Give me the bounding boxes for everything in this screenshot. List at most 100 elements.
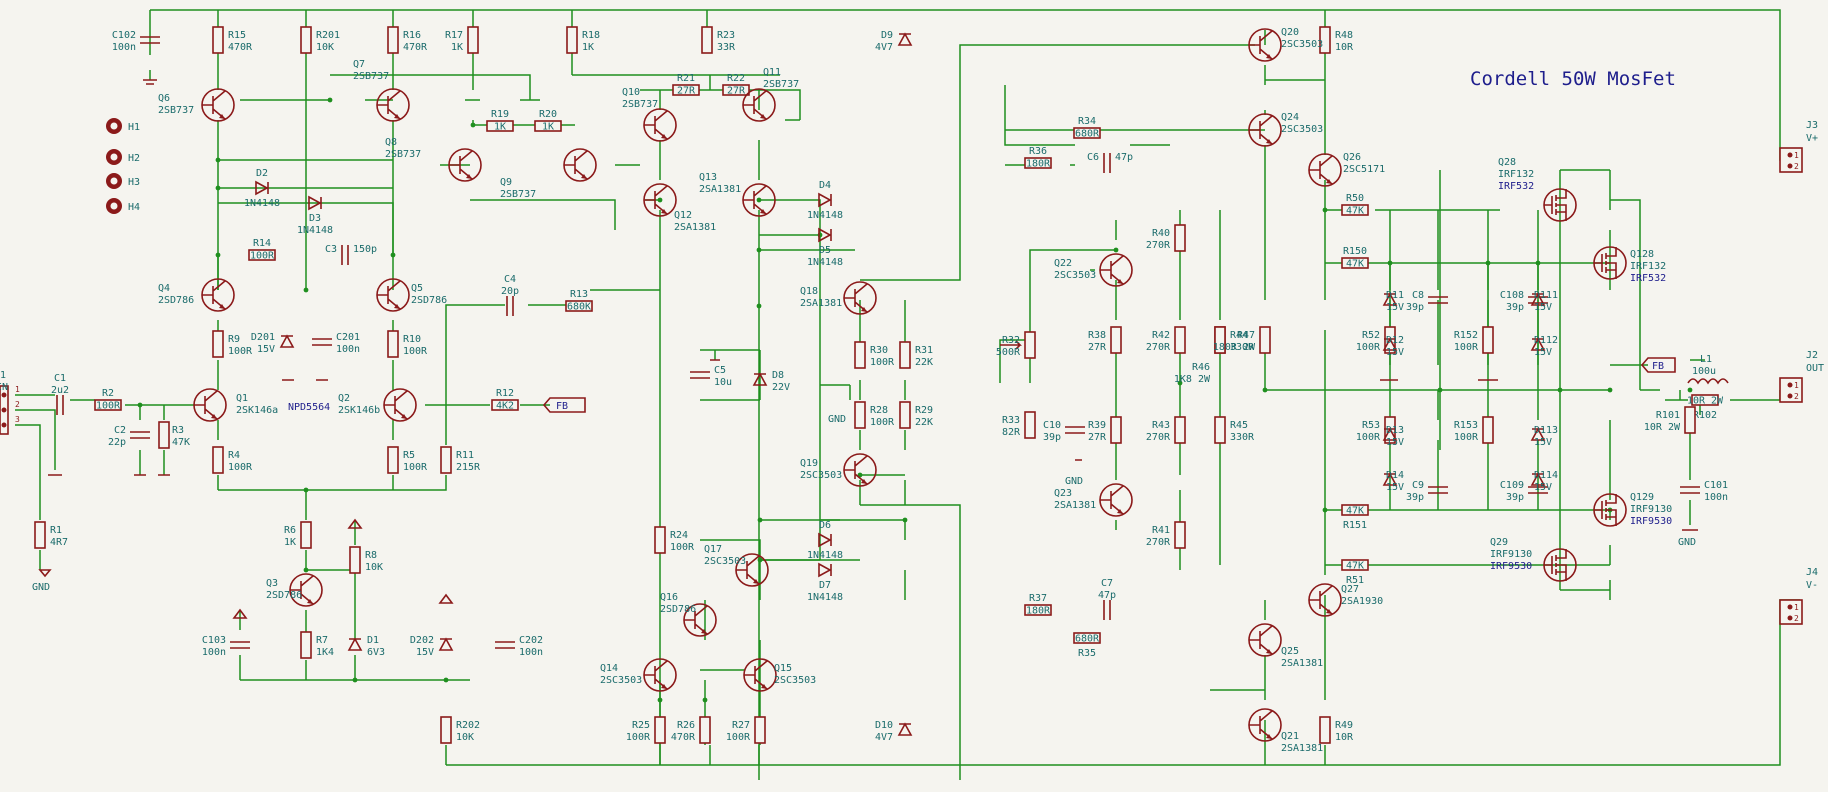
resistor-value: 680R xyxy=(1075,634,1100,645)
emitter-arrow-icon xyxy=(661,134,667,139)
transistor-ref: Q7 xyxy=(353,59,365,70)
capacitor-plates xyxy=(1528,486,1548,494)
resistor-ref: R15 xyxy=(228,30,246,41)
diode-value: 6V3 xyxy=(367,647,385,658)
diode-ref: D114 xyxy=(1534,470,1558,481)
emitter-arrow-icon xyxy=(211,414,217,419)
capacitor-ref: C101 xyxy=(1704,480,1728,491)
resistor-ref: R46 xyxy=(1192,362,1210,373)
resistor-value: 4R7 xyxy=(50,537,68,548)
capacitor-ref: C103 xyxy=(202,635,226,646)
transistor-value: 2SB737 xyxy=(622,99,658,110)
net-flag-label: FB xyxy=(1652,361,1664,372)
resistor-ref: R35 xyxy=(1078,648,1096,659)
resistor-body xyxy=(248,249,276,261)
diode-ref: D111 xyxy=(1534,290,1558,301)
capacitor-plates xyxy=(1065,426,1085,434)
transistor-ref: Q21 xyxy=(1281,731,1299,742)
resistor-ref: R43 xyxy=(1152,420,1170,431)
resistor-body xyxy=(491,399,519,411)
transistor-leads xyxy=(844,283,868,313)
resistor-value: 180R xyxy=(1026,159,1051,170)
resistor-value: 100R xyxy=(626,732,651,743)
resistor-value: 270R xyxy=(1146,432,1171,443)
capacitor-value: 100n xyxy=(1704,492,1728,503)
transistor-leads xyxy=(290,575,314,605)
mosfet-ref: Q28 xyxy=(1498,157,1516,168)
capacitor-value: 39p xyxy=(1406,492,1424,503)
transistor-leads xyxy=(1309,155,1333,185)
emitter-arrow-icon xyxy=(861,307,867,312)
resistor-value: 180R xyxy=(1026,606,1051,617)
capacitor-value: 22p xyxy=(108,437,126,448)
connector-ref: J2 xyxy=(1806,350,1818,361)
trimmer-arrow-icon xyxy=(1000,340,1022,350)
transistor-leads xyxy=(1100,255,1124,285)
resistor-value: 47K xyxy=(1346,259,1364,270)
transistor-ref: Q12 xyxy=(674,210,692,221)
resistor-ref: R18 xyxy=(582,30,600,41)
mosfet-ref: Q29 xyxy=(1490,537,1508,548)
diode-ref: D1 xyxy=(367,635,379,646)
resistor-ref: R27 xyxy=(732,720,750,731)
capacitor-plates xyxy=(495,641,515,649)
transistor-ref: Q15 xyxy=(774,663,792,674)
capacitor-plates xyxy=(506,296,514,316)
resistor-ref: R34 xyxy=(1078,116,1096,127)
resistor-value: 270R xyxy=(1146,537,1171,548)
connector-label: V- xyxy=(1806,580,1818,591)
resistor-ref: R45 xyxy=(1230,420,1248,431)
transistor-ref: Q22 xyxy=(1054,258,1072,269)
capacitor-plates xyxy=(1103,600,1111,620)
resistor-ref: R25 xyxy=(632,720,650,731)
transistor-value: 2SD786 xyxy=(158,295,194,306)
resistor-body xyxy=(1110,326,1122,354)
resistor-ref: R36 xyxy=(1029,146,1047,157)
resistor-body xyxy=(899,341,911,369)
resistor-ref: R13 xyxy=(570,289,588,300)
capacitor-value: 47p xyxy=(1098,590,1116,601)
resistor-value: 33R xyxy=(717,42,736,53)
diode-icon xyxy=(1530,427,1546,441)
resistor-body xyxy=(387,330,399,358)
mosfet-value: IRF9130 xyxy=(1630,504,1672,515)
emitter-arrow-icon xyxy=(1326,609,1332,614)
capacitor-ref: C109 xyxy=(1500,480,1524,491)
resistor-ref: R201 xyxy=(316,30,340,41)
diode-ref: D2 xyxy=(256,168,268,179)
pin-number: 2 xyxy=(1794,392,1799,401)
resistor-value: 100R xyxy=(1454,432,1479,443)
resistor-value: 27R xyxy=(677,86,696,97)
emitter-arrow-icon xyxy=(401,414,407,419)
mosfet-alt-value: IRF532 xyxy=(1630,273,1666,284)
emitter-arrow-icon xyxy=(760,114,766,119)
resistor-ref: R3 xyxy=(172,425,184,436)
resistor-ref: R9 xyxy=(228,334,240,345)
resistor-body xyxy=(94,399,122,411)
transistor-ref: Q9 xyxy=(500,177,512,188)
transistor-value: 2SA1381 xyxy=(1281,658,1323,669)
